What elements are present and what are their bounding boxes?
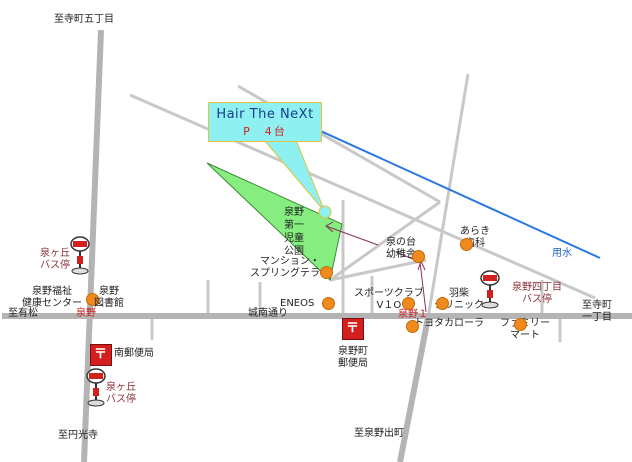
- road-diagonal-mid: [329, 200, 441, 282]
- road-north-east: [426, 73, 470, 319]
- label-bus-izumino4: 泉野四丁目 バス停: [512, 282, 562, 305]
- road-south: [397, 317, 431, 462]
- label-eneos: ENEOS: [280, 298, 315, 309]
- road-diagonal-upper: [129, 93, 596, 300]
- route-arrowhead-2: [325, 221, 334, 233]
- dot-dental: [460, 238, 473, 251]
- dot-eneos: [322, 297, 335, 310]
- label-izumino: 泉野: [76, 308, 96, 319]
- park-shape: [206, 162, 343, 281]
- dot-family: [514, 318, 527, 331]
- label-bus-izumigaoka-bottom: 泉ヶ丘 バス停: [106, 382, 136, 405]
- label-kindergarten: 泉の台 幼稚舎: [386, 237, 416, 260]
- bus-stop-icon: [70, 236, 90, 275]
- park-label: 泉野 第一 児童 公園: [284, 207, 304, 257]
- direction-east: 至寺町 一丁目: [582, 300, 612, 323]
- label-toyota: トヨタカローラ: [414, 318, 484, 329]
- direction-south: 至泉野出町: [354, 428, 404, 439]
- dot-clinic: [436, 297, 449, 310]
- dot-kindergarten: [412, 250, 425, 263]
- river-line: [291, 117, 601, 259]
- label-library: 泉野 図書館: [94, 286, 124, 309]
- bus-stop-icon: [480, 270, 500, 309]
- road-west-avenue: [81, 29, 104, 462]
- bus-stop-icon: [86, 368, 106, 407]
- label-mansion: マンション・ スプリングテラス: [250, 256, 330, 279]
- direction-west: 至有松: [8, 308, 38, 319]
- dot-mansion: [320, 266, 333, 279]
- dot-welfare: [86, 293, 99, 306]
- label-izumino1: 泉野１: [398, 309, 428, 320]
- salon-name: Hair The NeXt: [216, 107, 314, 122]
- route-west: [325, 225, 379, 246]
- parking-info: P 4台: [243, 125, 287, 138]
- river-label: 用水: [552, 248, 572, 259]
- road-label-jonan: 城南通り: [248, 308, 288, 319]
- dot-sports: [402, 297, 415, 310]
- label-welfare: 泉野福祉 健康センター: [22, 286, 82, 309]
- salon-marker: [318, 205, 332, 219]
- route-up: [419, 261, 427, 313]
- dot-toyota: [406, 320, 419, 333]
- post-office-icon: 〒: [90, 344, 112, 366]
- label-clinic: 羽柴 クリニック: [434, 288, 484, 311]
- post-office-icon: 〒: [342, 318, 364, 340]
- direction-north: 至寺町五丁目: [54, 14, 114, 25]
- label-izumino-post: 泉野町 郵便局: [338, 346, 368, 369]
- label-minami-post: 南郵便局: [114, 348, 154, 359]
- label-dental: あらき 歯科: [460, 226, 490, 249]
- post-mark: 〒: [94, 347, 108, 362]
- direction-south-left: 至円光寺: [58, 430, 98, 441]
- salon-callout: Hair The NeXt P 4台: [208, 102, 322, 142]
- label-bus-izumigaoka-top: 泉ヶ丘 バス停: [40, 248, 70, 271]
- post-mark: 〒: [346, 321, 360, 336]
- road-link: [329, 258, 427, 282]
- label-sports: スポーツクラブ V１O: [354, 288, 424, 311]
